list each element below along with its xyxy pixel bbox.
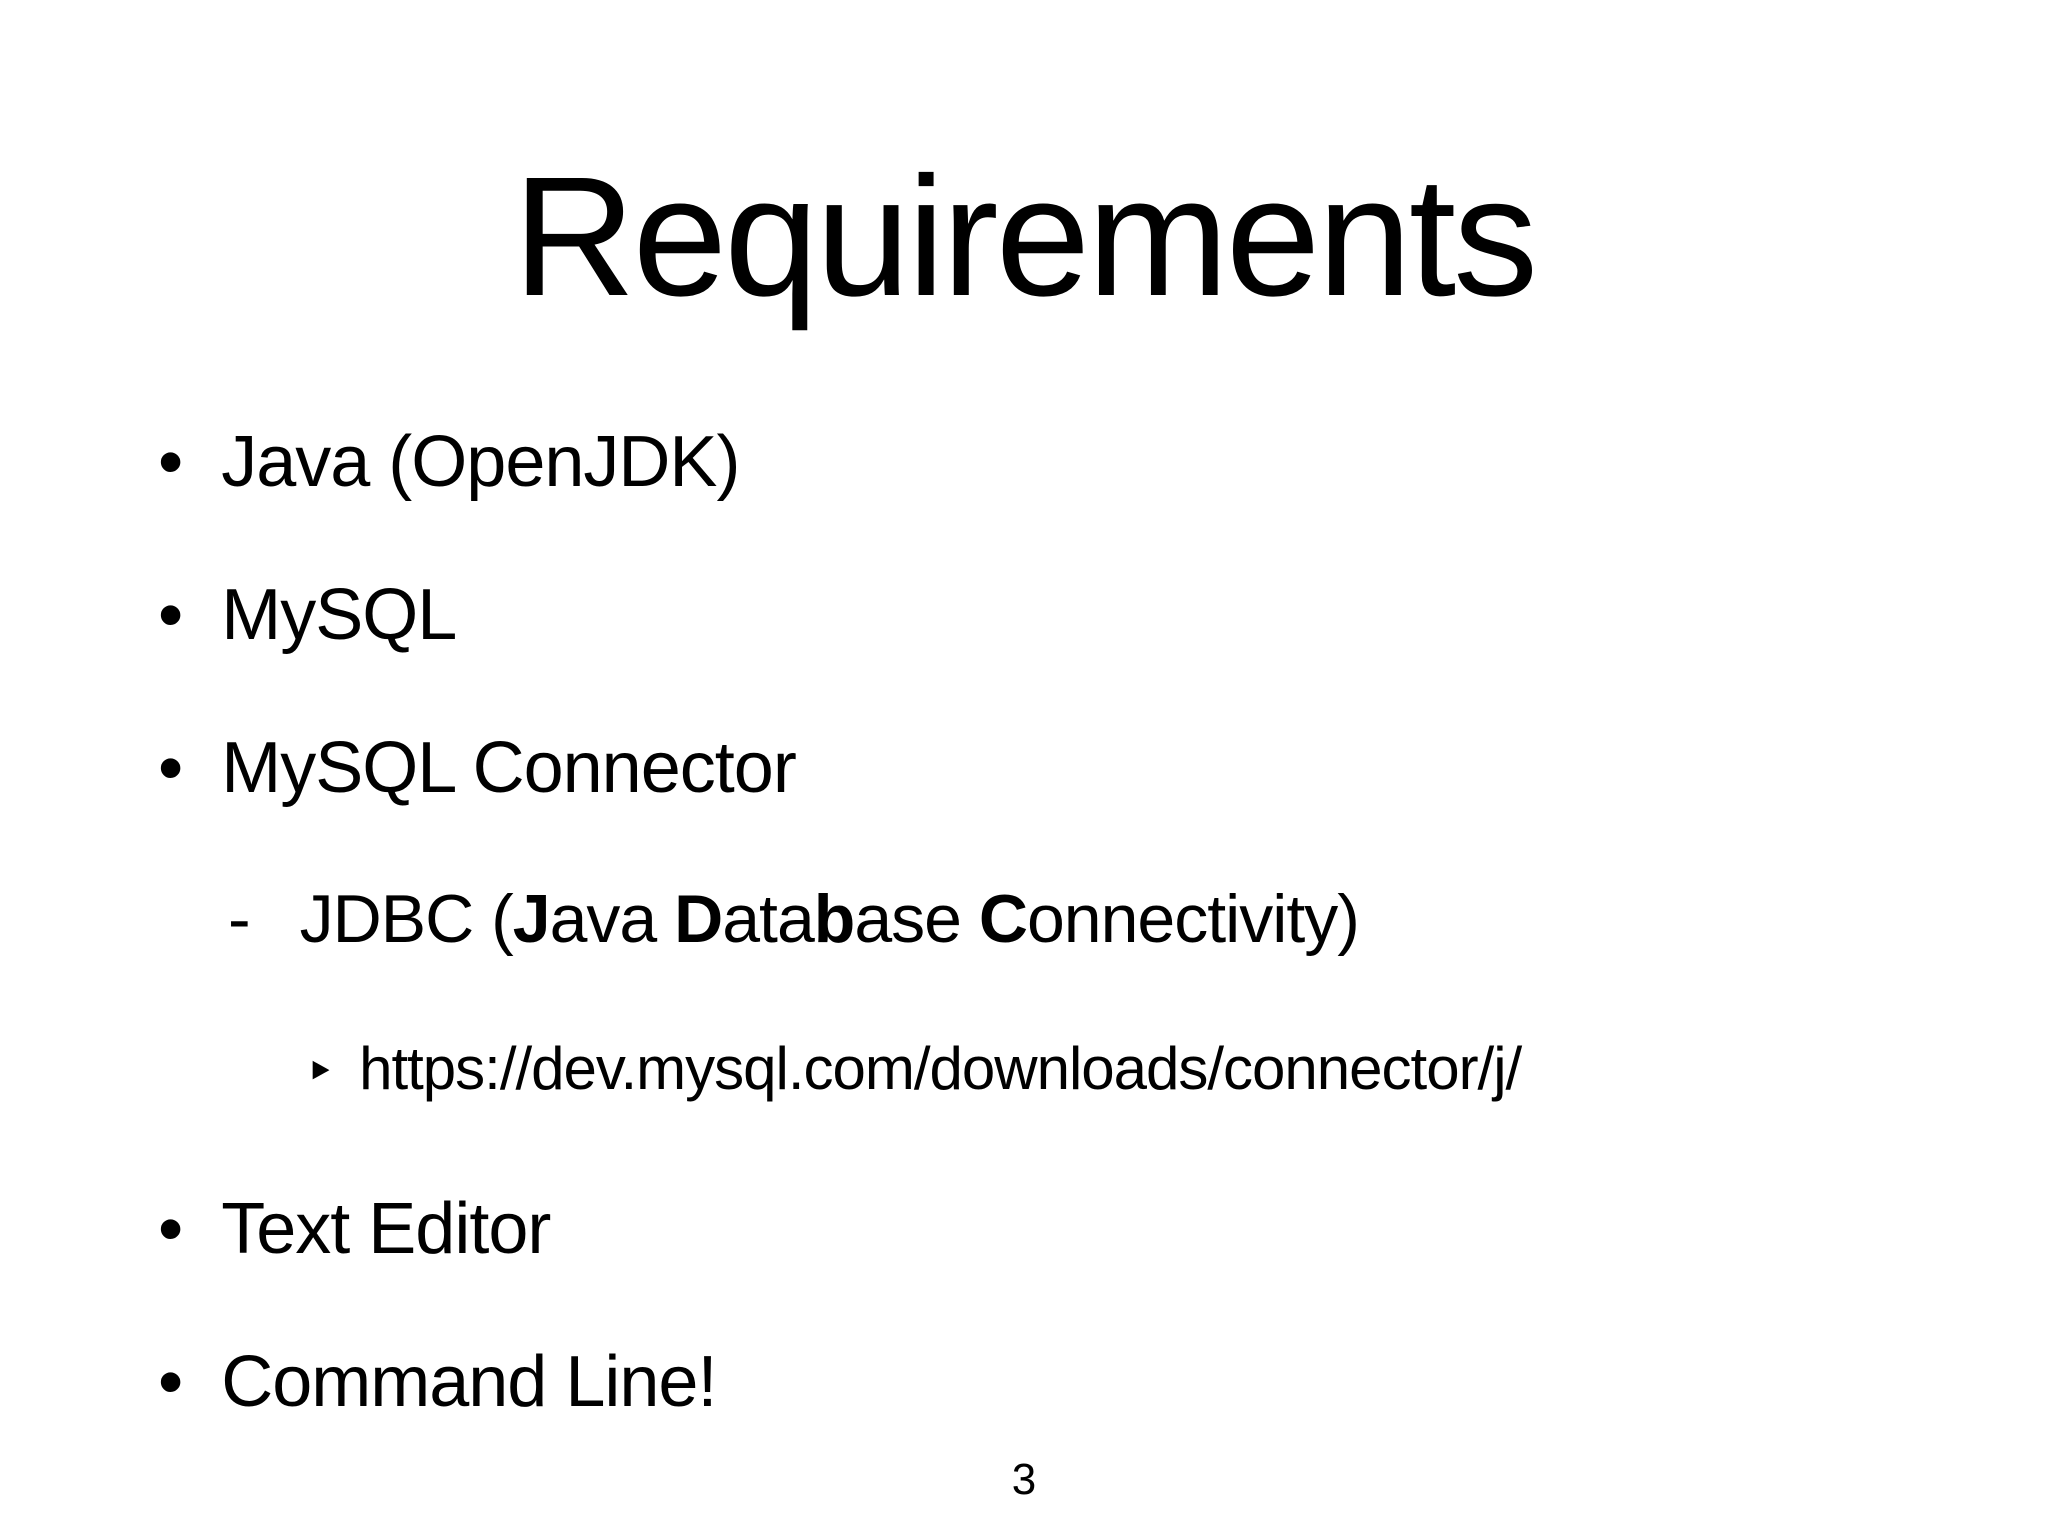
bullet-item-mysql-connector: • MySQL Connector xyxy=(158,727,797,809)
bullet-item-jdbc: - JDBC (Java Database Connectivity) xyxy=(228,880,1360,958)
bullet-text: JDBC (Java Database Connectivity) xyxy=(299,881,1360,957)
bullet-dash-icon: - xyxy=(228,881,251,957)
bullet-dot-icon: • xyxy=(158,575,183,655)
bullet-text: Command Line! xyxy=(221,1342,717,1422)
slide-title: Requirements xyxy=(512,142,1538,332)
bullet-text-url: https://dev.mysql.com/downloads/connecto… xyxy=(359,1035,1522,1102)
bullet-triangle-icon: ‣ xyxy=(305,1043,335,1102)
bullet-text: MySQL Connector xyxy=(221,728,797,808)
bullet-text: MySQL xyxy=(221,575,457,655)
bullet-item-command-line: • Command Line! xyxy=(158,1341,717,1423)
page-number: 3 xyxy=(1011,1455,1037,1504)
bullet-item-connector-url: ‣ https://dev.mysql.com/downloads/connec… xyxy=(305,1034,1522,1103)
bullet-text: Text Editor xyxy=(221,1189,551,1269)
bullet-dot-icon: • xyxy=(158,728,183,808)
bullet-dot-icon: • xyxy=(158,1342,183,1422)
bullet-dot-icon: • xyxy=(158,422,183,502)
bullet-item-mysql: • MySQL xyxy=(158,574,457,656)
bullet-item-java-openjdk: • Java (OpenJDK) xyxy=(158,421,740,503)
bullet-item-text-editor: • Text Editor xyxy=(158,1188,551,1270)
bullet-dot-icon: • xyxy=(158,1189,183,1269)
bullet-text: Java (OpenJDK) xyxy=(221,422,740,502)
